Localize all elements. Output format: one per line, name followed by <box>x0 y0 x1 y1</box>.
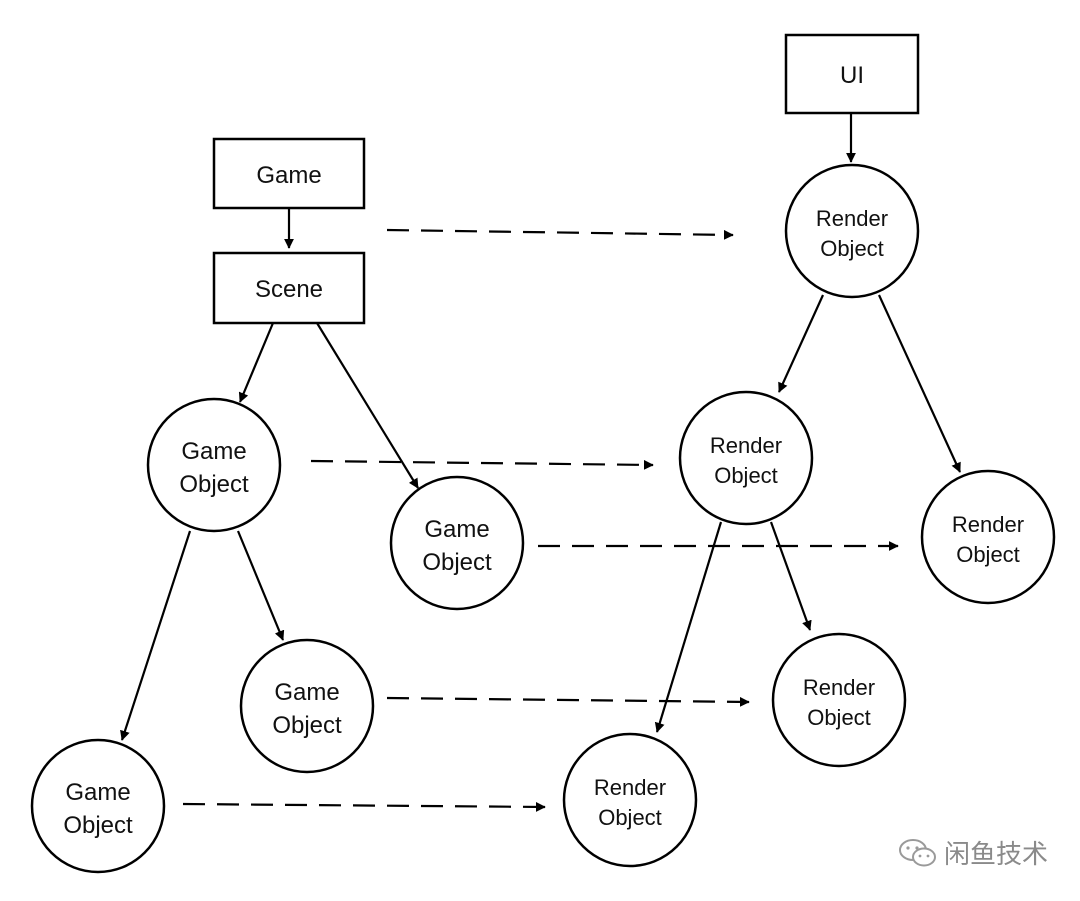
node-render-object-1: Render Object <box>784 163 920 299</box>
node-render-object-5-line2: Object <box>598 805 662 830</box>
node-render-object-2-line1: Render <box>710 433 782 458</box>
edge-ro2-ro5 <box>654 521 723 733</box>
node-render-object-1-line2: Object <box>820 236 884 261</box>
node-render-object-4-line2: Object <box>807 705 871 730</box>
edge-scene-go2 <box>316 322 419 489</box>
node-game-object-4-line1: Game <box>65 779 130 806</box>
node-scene-label: Scene <box>255 276 323 303</box>
mapping-scene-render <box>386 228 734 240</box>
node-render-object-5-line1: Render <box>594 775 666 800</box>
node-render-object-3-line2: Object <box>956 542 1020 567</box>
edge-go1-go4 <box>120 530 192 741</box>
node-game-object-3-line2: Object <box>272 712 342 739</box>
node-game-object-4-line2: Object <box>63 812 133 839</box>
node-game-label: Game <box>256 162 321 189</box>
node-render-object-5: Render Object <box>562 732 698 868</box>
node-game: Game <box>212 137 366 210</box>
node-game-object-1: Game Object <box>146 397 282 533</box>
mapping-go3-ro4 <box>386 696 750 707</box>
node-render-object-2-line2: Object <box>714 463 778 488</box>
edge-scene-go1 <box>238 322 275 403</box>
node-scene: Scene <box>212 251 366 325</box>
node-ui: UI <box>784 33 920 115</box>
wechat-icon <box>898 838 936 866</box>
node-render-object-2: Render Object <box>678 390 814 526</box>
node-render-object-1-line1: Render <box>816 206 888 231</box>
dashed-edges <box>182 228 899 812</box>
mapping-go4-ro5 <box>182 801 546 812</box>
node-game-object-1-line2: Object <box>179 471 249 498</box>
node-game-object-3: Game Object <box>239 638 375 774</box>
node-game-object-3-line1: Game <box>274 679 339 706</box>
node-render-object-3-line1: Render <box>952 512 1024 537</box>
watermark-text: 闲鱼技术 <box>943 840 1048 870</box>
watermark: 闲鱼技术 <box>898 834 1048 871</box>
node-render-object-4: Render Object <box>771 632 907 768</box>
node-game-object-1-line1: Game <box>181 438 246 465</box>
node-game-object-4: Game Object <box>30 738 166 874</box>
node-render-object-3: Render Object <box>920 469 1056 605</box>
node-game-object-2: Game Object <box>389 475 525 611</box>
mapping-go1-ro2 <box>310 459 654 470</box>
node-render-object-4-line1: Render <box>803 675 875 700</box>
node-ui-label: UI <box>840 62 864 89</box>
solid-edges <box>120 113 962 741</box>
node-game-object-2-line1: Game <box>424 516 489 543</box>
edge-ro1-ro2 <box>777 294 825 393</box>
edge-ro2-ro4 <box>769 521 812 631</box>
node-game-object-2-line2: Object <box>422 549 492 576</box>
edge-go1-go3 <box>236 530 285 641</box>
edge-ro1-ro3 <box>877 294 962 473</box>
